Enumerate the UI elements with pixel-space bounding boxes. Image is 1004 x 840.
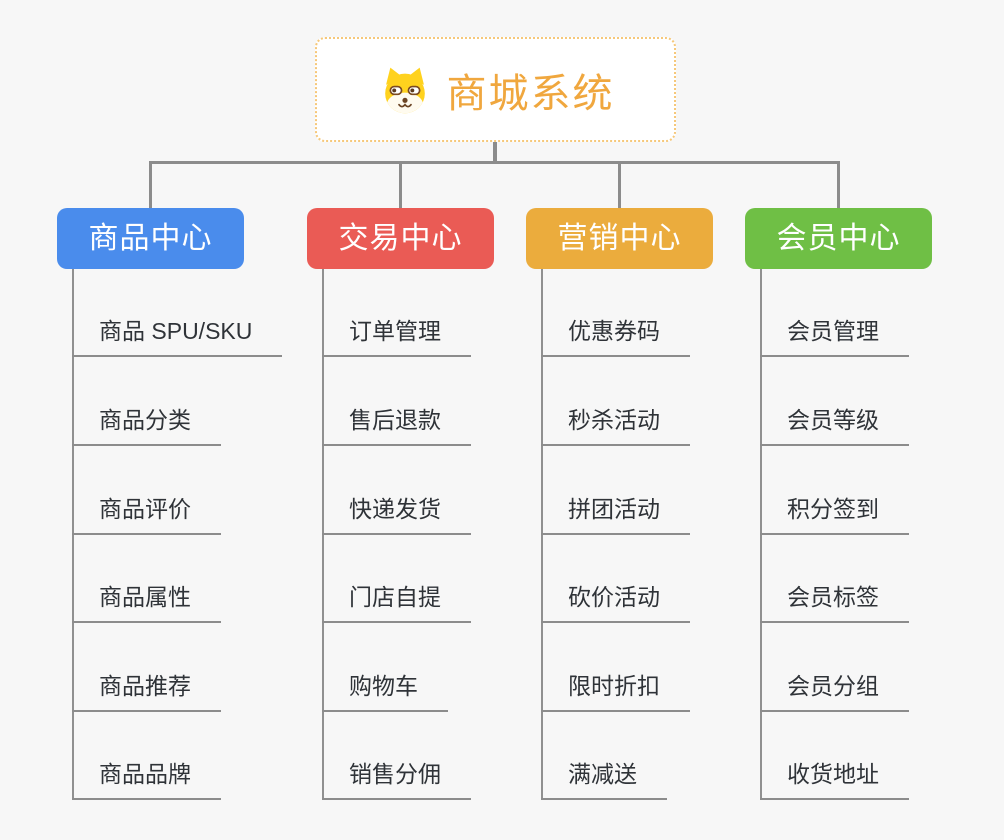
connector-drop-members bbox=[837, 161, 840, 209]
leaf-node[interactable]: 售后退款 bbox=[322, 402, 471, 446]
connector-drop-trade bbox=[399, 161, 402, 209]
connector-drop-products bbox=[149, 161, 152, 209]
leaf-node[interactable]: 限时折扣 bbox=[541, 668, 690, 712]
root-node[interactable]: 商城系统 bbox=[315, 37, 676, 142]
leaf-node[interactable]: 商品品牌 bbox=[72, 756, 221, 800]
leaf-node[interactable]: 商品属性 bbox=[72, 579, 221, 623]
leaf-node[interactable]: 会员标签 bbox=[760, 579, 909, 623]
connector-drop-marketing bbox=[618, 161, 621, 209]
leaf-node[interactable]: 门店自提 bbox=[322, 579, 471, 623]
leaf-node[interactable]: 收货地址 bbox=[760, 756, 909, 800]
leaf-node[interactable]: 砍价活动 bbox=[541, 579, 690, 623]
leaf-node[interactable]: 快递发货 bbox=[322, 491, 471, 535]
leaf-node[interactable]: 拼团活动 bbox=[541, 491, 690, 535]
root-title: 商城系统 bbox=[446, 71, 615, 116]
dog-face-icon bbox=[377, 65, 433, 115]
leaf-node[interactable]: 购物车 bbox=[322, 668, 448, 712]
connector-cross-line bbox=[149, 161, 840, 164]
leaf-node[interactable]: 商品评价 bbox=[72, 491, 221, 535]
leaf-node[interactable]: 订单管理 bbox=[322, 313, 471, 357]
branch-header-members[interactable]: 会员中心 bbox=[745, 208, 932, 269]
leaf-node[interactable]: 会员分组 bbox=[760, 668, 909, 712]
branch-header-trade[interactable]: 交易中心 bbox=[307, 208, 494, 269]
leaf-node[interactable]: 秒杀活动 bbox=[541, 402, 690, 446]
leaf-node[interactable]: 优惠券码 bbox=[541, 313, 690, 357]
leaf-node[interactable]: 商品推荐 bbox=[72, 668, 221, 712]
leaf-node[interactable]: 销售分佣 bbox=[322, 756, 471, 800]
leaf-node[interactable]: 会员等级 bbox=[760, 402, 909, 446]
leaf-node[interactable]: 积分签到 bbox=[760, 491, 909, 535]
connector-root-drop bbox=[493, 142, 497, 164]
leaf-node[interactable]: 商品分类 bbox=[72, 402, 221, 446]
branch-header-products[interactable]: 商品中心 bbox=[57, 208, 244, 269]
branch-header-marketing[interactable]: 营销中心 bbox=[526, 208, 713, 269]
leaf-node[interactable]: 满减送 bbox=[541, 756, 667, 800]
leaf-node[interactable]: 商品 SPU/SKU bbox=[72, 313, 283, 357]
leaf-node[interactable]: 会员管理 bbox=[760, 313, 909, 357]
